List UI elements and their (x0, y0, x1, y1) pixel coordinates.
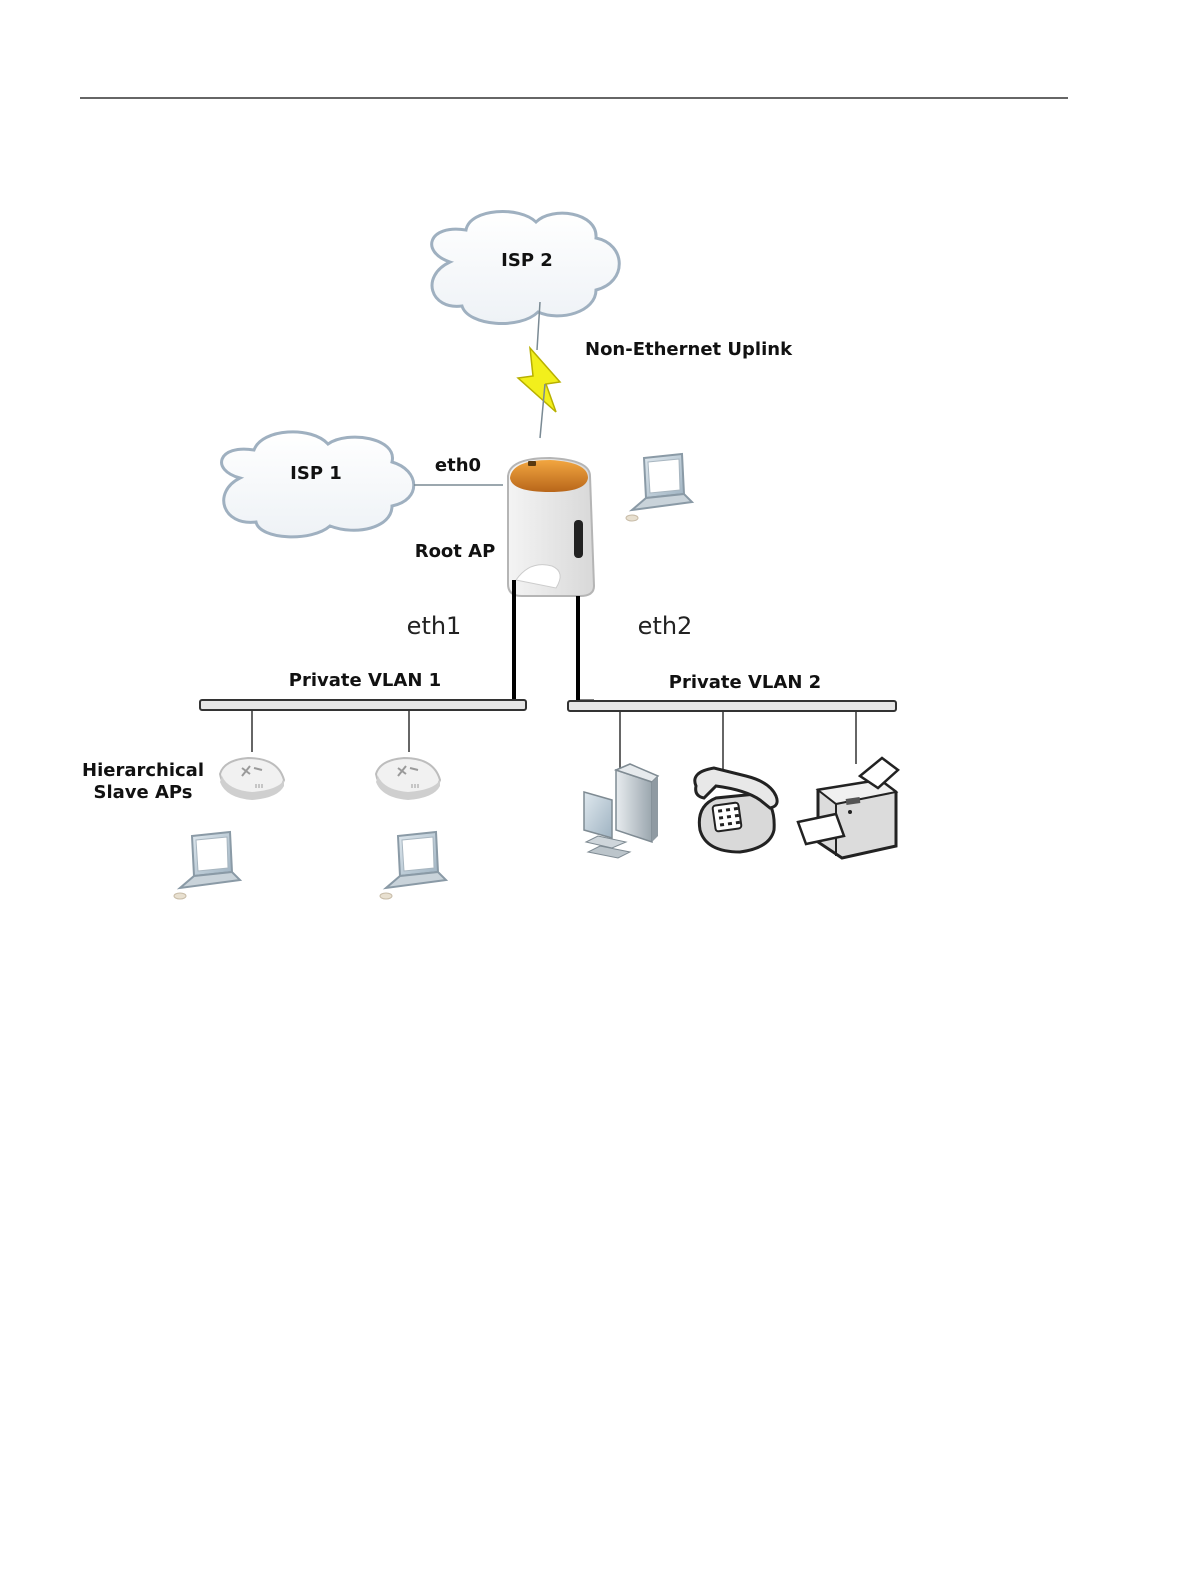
desktop-computer-icon (584, 764, 658, 858)
root-ap-label: Root AP (415, 541, 496, 562)
isp2-label: ISP 2 (501, 250, 553, 271)
eth1-label: eth1 (407, 612, 462, 640)
telephone-icon (695, 768, 777, 852)
slave-laptop-icon (380, 832, 446, 899)
slave-ap-icon (220, 758, 284, 800)
isp1-label: ISP 1 (290, 463, 342, 484)
vlan1-label: Private VLAN 1 (289, 670, 441, 691)
slave-laptop-icon (174, 832, 240, 899)
eth0-label: eth0 (435, 455, 481, 476)
slave-ap-icon (376, 758, 440, 800)
isp1-cloud: ISP 1 (222, 432, 414, 537)
printer-icon (798, 758, 898, 858)
isp2-cloud: ISP 2 (432, 212, 620, 324)
slave-aps-label-line1: Hierarchical (82, 760, 204, 781)
root-laptop-icon (626, 454, 692, 521)
slave-aps-label-line2: Slave APs (93, 782, 192, 803)
vlan1-bus (200, 700, 526, 710)
vlan2-bus (568, 701, 896, 711)
root-ap-device (508, 458, 594, 596)
eth2-label: eth2 (638, 612, 693, 640)
lightning-bolt-icon (518, 302, 560, 438)
vlan2-label: Private VLAN 2 (669, 672, 821, 693)
uplink-label: Non-Ethernet Uplink (585, 339, 793, 360)
